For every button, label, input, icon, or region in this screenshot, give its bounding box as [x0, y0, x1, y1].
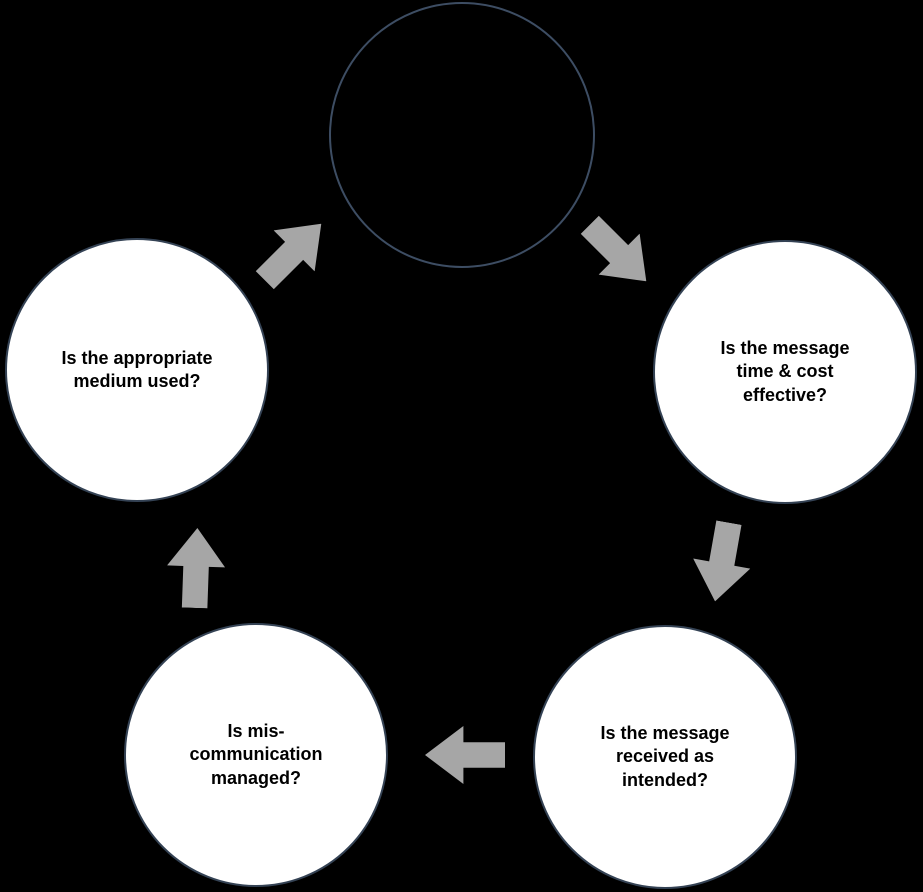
node-message-time-cost-circle: Is the message time & cost effective?: [653, 240, 917, 504]
node-appropriate-medium-circle: Is the appropriate medium used?: [5, 238, 269, 502]
node-message-time-cost-label: Is the message time & cost effective?: [720, 337, 850, 405]
arrow-left-to-top-icon: [244, 203, 342, 301]
node-miscommunication-circle: Is mis- communication managed?: [124, 623, 388, 887]
node-top-label: [436, 125, 488, 145]
node-top-circle: [329, 2, 595, 268]
node-message-received-label: Is the message received as intended?: [600, 722, 730, 790]
node-appropriate-medium-label: Is the appropriate medium used?: [61, 347, 213, 391]
arrow-bottom-right-to-bottom-left-icon: [425, 726, 505, 784]
arrow-right-to-bottom-right-icon: [686, 518, 757, 607]
arrow-bottom-left-to-left-icon: [166, 527, 227, 609]
node-miscommunication-label: Is mis- communication managed?: [189, 720, 323, 788]
arrow-top-to-right-icon: [569, 204, 667, 302]
node-message-received-circle: Is the message received as intended?: [533, 625, 797, 889]
